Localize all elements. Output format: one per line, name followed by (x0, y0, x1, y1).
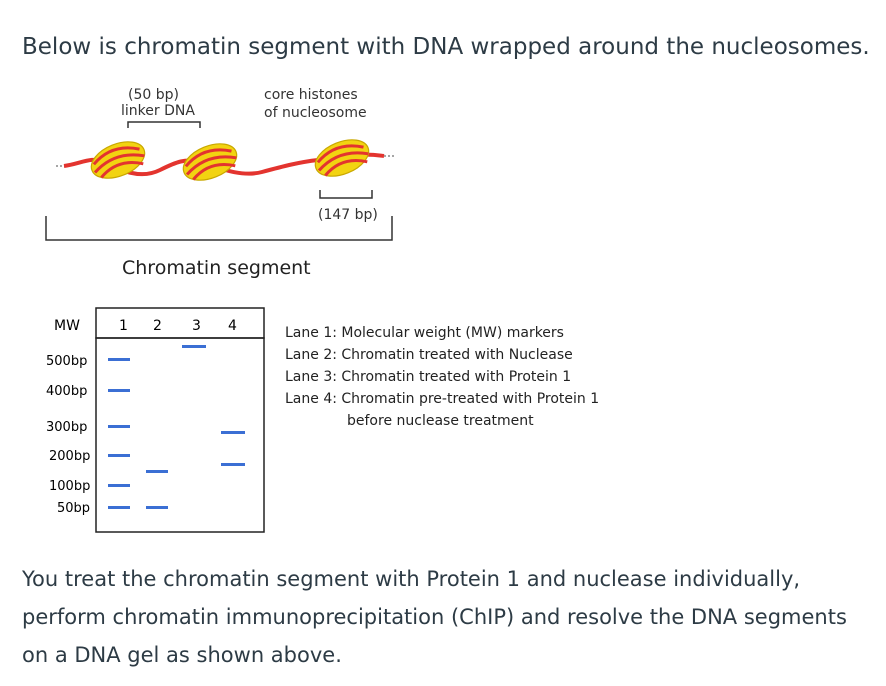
lane-4-bands (221, 431, 245, 466)
nucleosome-2 (182, 143, 238, 181)
legend-lane-2: Lane 2: Chromatin treated with Nuclease (285, 347, 573, 363)
marker-label-400: 400bp (46, 384, 87, 399)
band (108, 506, 130, 509)
mw-header: MW (54, 318, 80, 334)
nucleosome-1 (90, 141, 146, 179)
legend-lane-1: Lane 1: Molecular weight (MW) markers (285, 325, 564, 341)
core-histones-label: core histones (264, 87, 358, 103)
marker-label-200: 200bp (49, 449, 90, 464)
linker-bracket (127, 121, 201, 128)
band (108, 425, 130, 428)
question-footer: You treat the chromatin segment with Pro… (22, 567, 847, 667)
marker-label-300: 300bp (46, 420, 87, 435)
band (146, 470, 168, 473)
marker-label-50: 50bp (57, 501, 90, 516)
band (221, 463, 245, 466)
core-nucleosome-label: of nucleosome (264, 105, 367, 121)
marker-label-500: 500bp (46, 354, 87, 369)
lane-header-2: 2 (153, 318, 162, 334)
chromatin-diagram: (50 bp) linker DNA core histones of nucl… (0, 80, 886, 290)
lane-header-1: 1 (119, 318, 128, 334)
legend-lane-4: Lane 4: Chromatin pre-treated with Prote… (285, 391, 600, 407)
linker-dna-label: linker DNA (121, 103, 195, 119)
chromatin-drawing (45, 121, 394, 241)
lane-1-bands (108, 358, 130, 509)
lane-2-bands (146, 470, 168, 509)
band (108, 358, 130, 361)
lane-header-4: 4 (228, 318, 237, 334)
nucleosome-bracket (319, 190, 373, 199)
marker-label-100: 100bp (49, 479, 90, 494)
linker-bp-label: (50 bp) (128, 87, 179, 103)
segment-bracket (45, 216, 393, 241)
band (108, 454, 130, 457)
band (182, 345, 206, 348)
nucleosome-bp-label: (147 bp) (318, 207, 378, 223)
lane-header-3: 3 (192, 318, 201, 334)
nucleosome-3 (314, 139, 370, 177)
band (108, 389, 130, 392)
gel-box (95, 337, 265, 533)
question-title: Below is chromatin segment with DNA wrap… (22, 34, 870, 60)
band (221, 431, 245, 434)
dna-gel: MW 1 2 3 4 500bp 400bp 300bp 200bp 100bp… (46, 307, 265, 533)
band (108, 484, 130, 487)
gel-legend: Lane 1: Molecular weight (MW) markers La… (285, 322, 599, 432)
chromatin-segment-label: Chromatin segment (122, 257, 311, 279)
band (146, 506, 168, 509)
legend-lane-4-cont: before nuclease treatment (347, 413, 534, 429)
lane-3-bands (182, 345, 206, 348)
legend-lane-3: Lane 3: Chromatin treated with Protein 1 (285, 369, 572, 385)
